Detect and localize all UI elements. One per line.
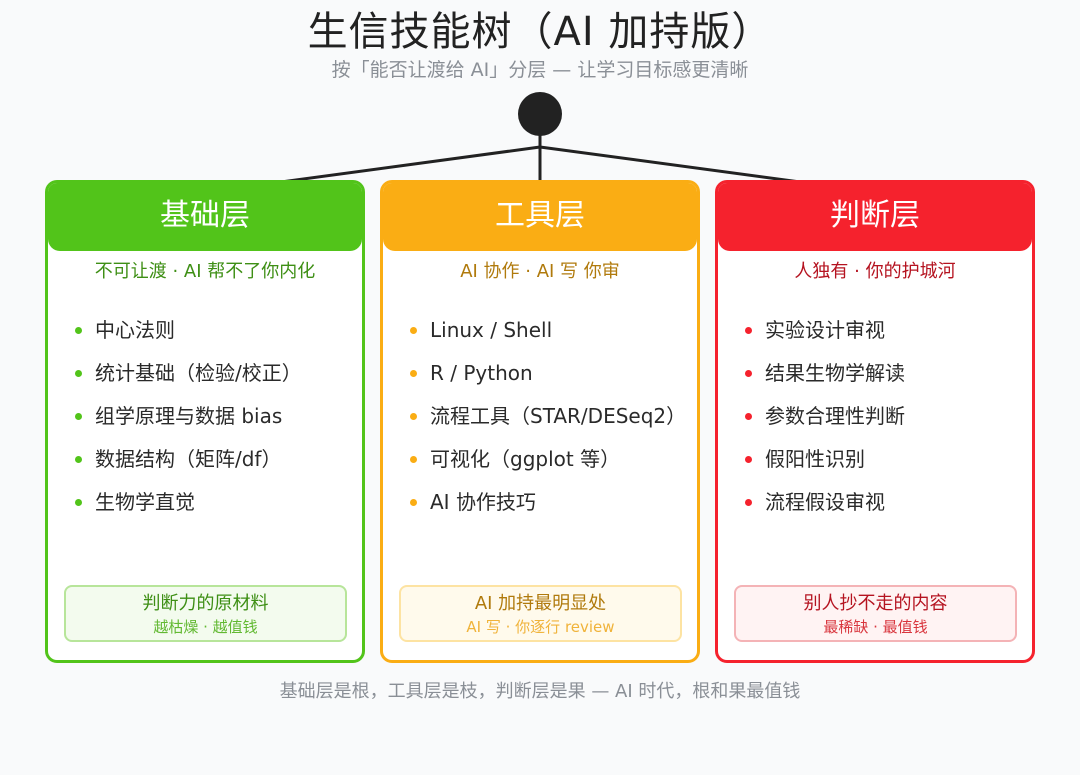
list-item: AI 协作技巧: [408, 483, 697, 526]
layer-title: 判断层: [718, 183, 1032, 251]
note-main: AI 加持最明显处: [474, 593, 607, 614]
layer-card-foundation: 基础层 不可让渡 · AI 帮不了你内化 中心法则 统计基础（检验/校正） 组学…: [45, 180, 365, 663]
bullet-icon: [75, 456, 82, 463]
note-sub: 越枯燥 · 越值钱: [153, 618, 258, 636]
layer-item-list: 实验设计审视 结果生物学解读 参数合理性判断 假阳性识别 流程假设审视: [718, 311, 1032, 526]
bullet-icon: [745, 370, 752, 377]
list-item: Linux / Shell: [408, 311, 697, 354]
list-item: 可视化（ggplot 等）: [408, 440, 697, 483]
list-item: 流程工具（STAR/DESeq2）: [408, 397, 697, 440]
layer-tagline: 不可让渡 · AI 帮不了你内化: [94, 261, 316, 282]
list-item: 中心法则: [73, 311, 362, 354]
bullet-icon: [410, 456, 417, 463]
footer-caption: 基础层是根，工具层是枝，判断层是果 — AI 时代，根和果最值钱: [279, 681, 801, 702]
bullet-icon: [745, 413, 752, 420]
list-item: 实验设计审视: [743, 311, 1032, 354]
note-sub: 最稀缺 · 最值钱: [823, 618, 928, 636]
bullet-icon: [745, 499, 752, 506]
bullet-icon: [745, 327, 752, 334]
layer-note-box: 别人抄不走的内容 最稀缺 · 最值钱: [734, 585, 1017, 642]
list-item: 参数合理性判断: [743, 397, 1032, 440]
layer-card-tools: 工具层 AI 协作 · AI 写 你审 Linux / Shell R / Py…: [380, 180, 700, 663]
layer-title: 基础层: [48, 183, 362, 251]
layer-note-box: AI 加持最明显处 AI 写 · 你逐行 review: [399, 585, 682, 642]
bullet-icon: [745, 456, 752, 463]
layer-tagline: AI 协作 · AI 写 你审: [460, 261, 620, 282]
list-item: R / Python: [408, 354, 697, 397]
list-item: 生物学直觉: [73, 483, 362, 526]
bullet-icon: [410, 413, 417, 420]
layer-item-list: Linux / Shell R / Python 流程工具（STAR/DESeq…: [383, 311, 697, 526]
bullet-icon: [75, 413, 82, 420]
page-title: 生信技能树（AI 加持版）: [307, 9, 773, 55]
layer-title: 工具层: [383, 183, 697, 251]
list-item: 假阳性识别: [743, 440, 1032, 483]
note-main: 判断力的原材料: [142, 593, 269, 614]
layer-item-list: 中心法则 统计基础（检验/校正） 组学原理与数据 bias 数据结构（矩阵/df…: [48, 311, 362, 526]
note-main: 别人抄不走的内容: [803, 593, 948, 614]
layer-note-box: 判断力的原材料 越枯燥 · 越值钱: [64, 585, 347, 642]
list-item: 组学原理与数据 bias: [73, 397, 362, 440]
list-item: 数据结构（矩阵/df）: [73, 440, 362, 483]
bullet-icon: [410, 499, 417, 506]
layer-tagline: 人独有 · 你的护城河: [794, 261, 956, 282]
branch-line-right: [539, 145, 831, 188]
layer-card-judgment: 判断层 人独有 · 你的护城河 实验设计审视 结果生物学解读 参数合理性判断 假…: [715, 180, 1035, 663]
bullet-icon: [410, 370, 417, 377]
page-subtitle: 按「能否让渡给 AI」分层 — 让学习目标感更清晰: [331, 59, 749, 81]
note-sub: AI 写 · 你逐行 review: [466, 618, 615, 636]
list-item: 统计基础（检验/校正）: [73, 354, 362, 397]
list-item: 结果生物学解读: [743, 354, 1032, 397]
bullet-icon: [75, 499, 82, 506]
tree-connector: [221, 92, 831, 192]
root-node: [518, 92, 562, 136]
list-item: 流程假设审视: [743, 483, 1032, 526]
bullet-icon: [75, 370, 82, 377]
bullet-icon: [75, 327, 82, 334]
bullet-icon: [410, 327, 417, 334]
